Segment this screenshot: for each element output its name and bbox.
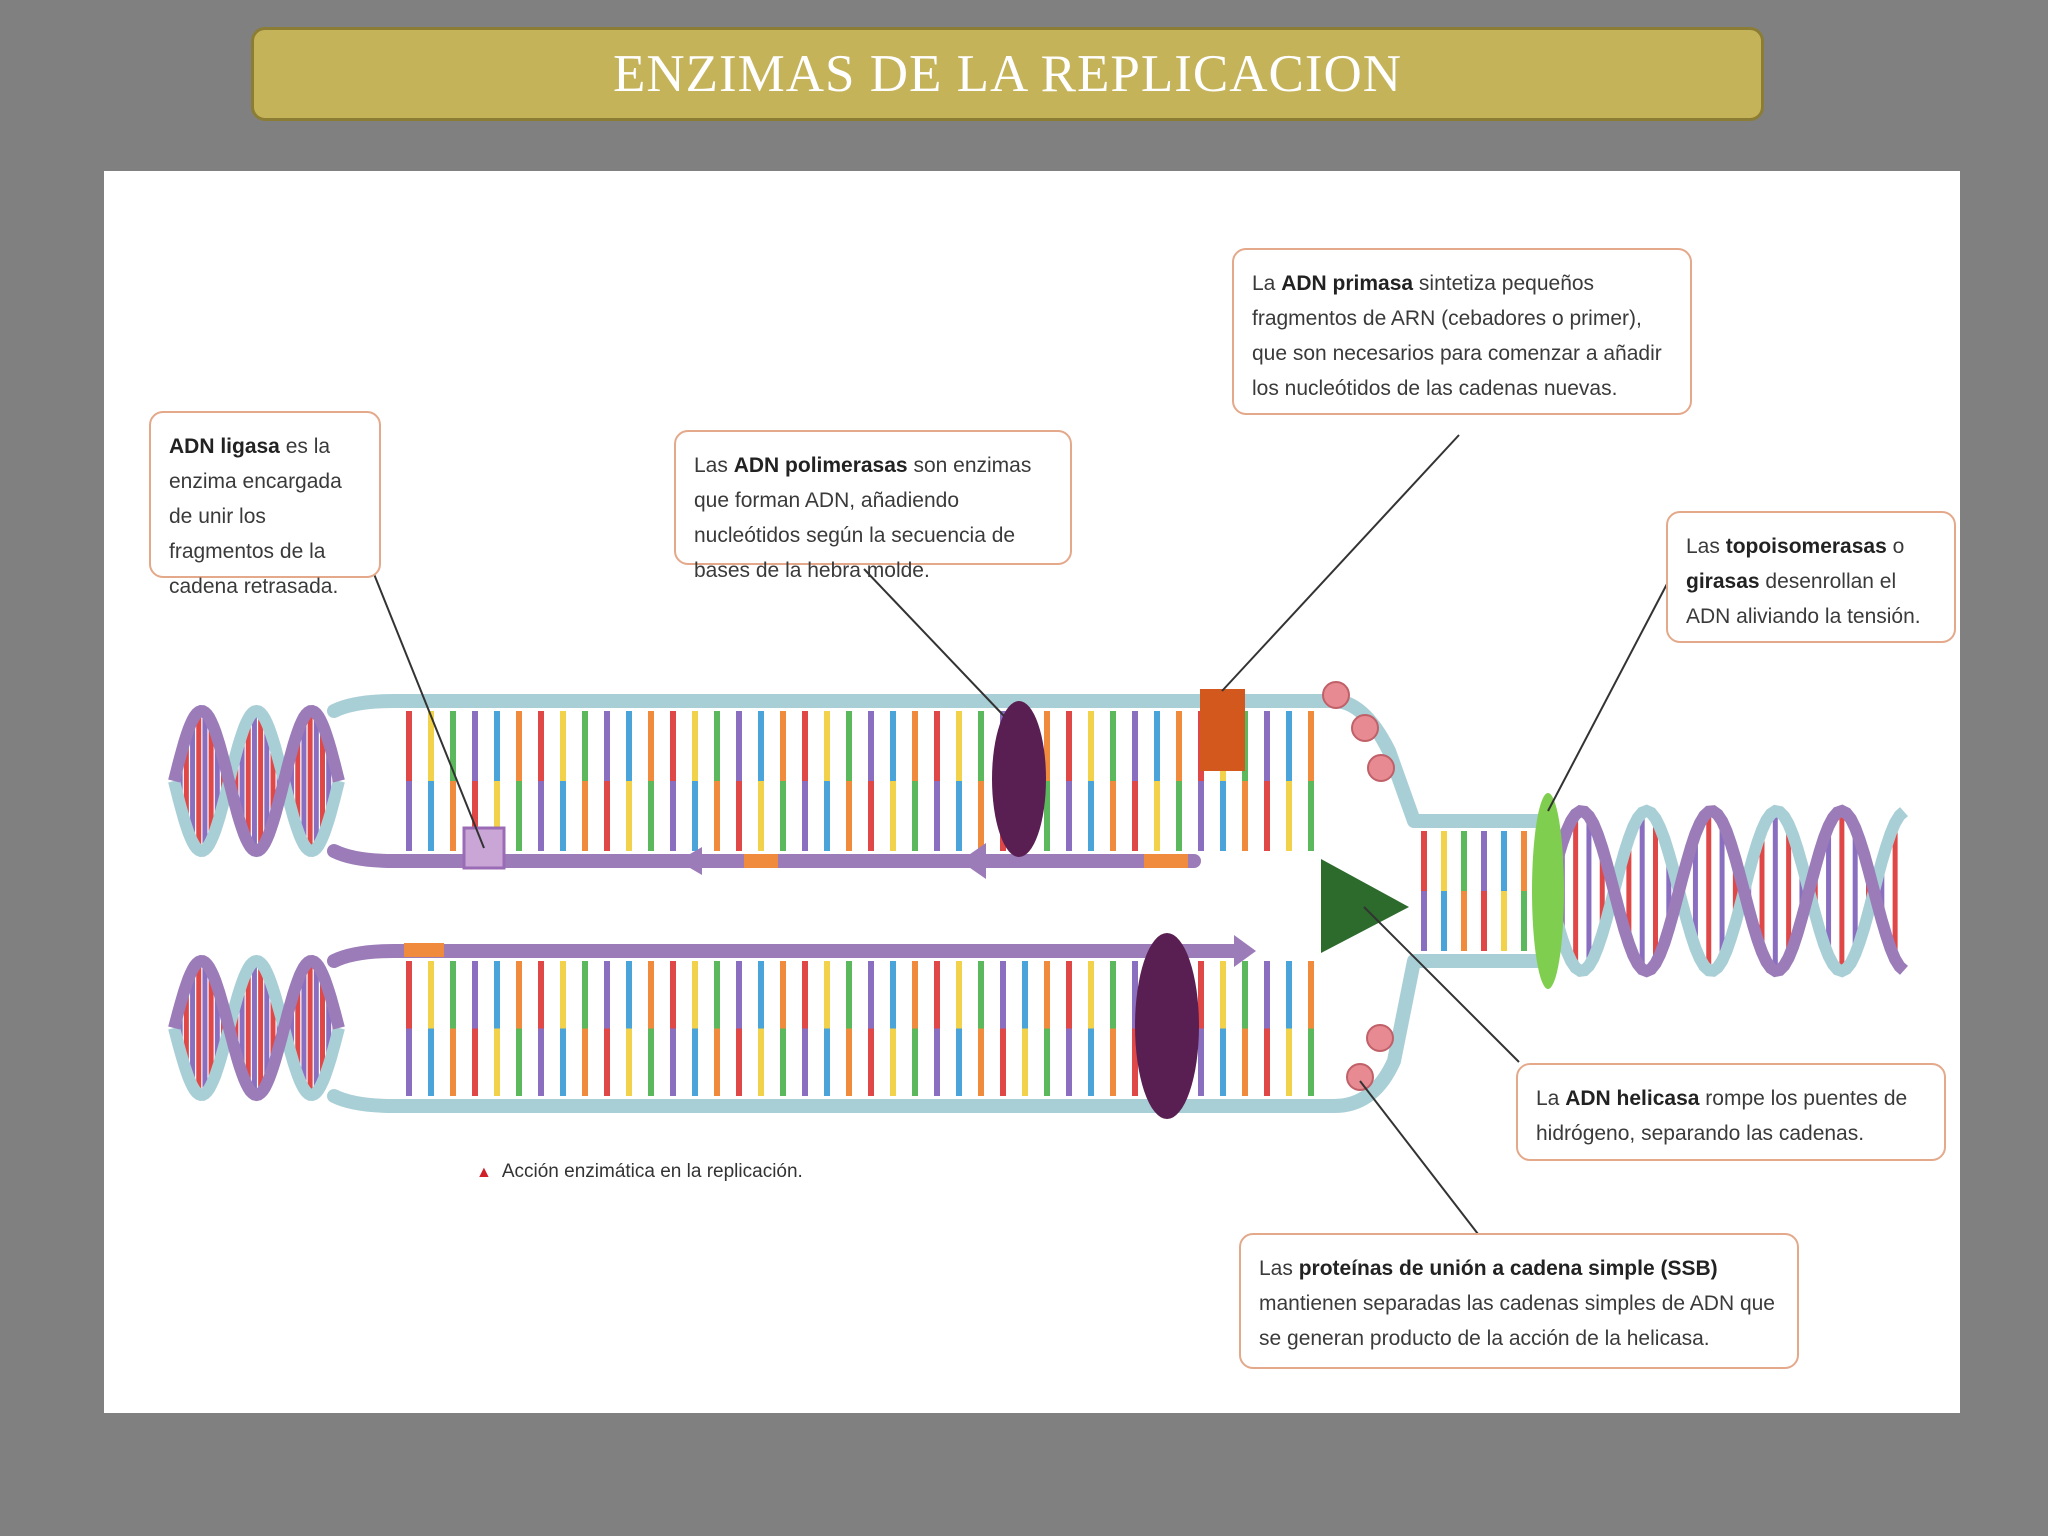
callout-adn-polimerasas: Las ADN polimerasas son enzimas que form… — [674, 430, 1072, 582]
ssb-protein-3 — [1367, 754, 1395, 782]
helix-left-top — [168, 704, 345, 858]
helicase-marker — [1321, 859, 1409, 953]
leader-helicasa — [1363, 906, 1520, 1063]
upper-new-strand — [327, 844, 1201, 868]
helix-strand — [168, 704, 345, 857]
ssb-protein-5 — [1346, 1063, 1374, 1091]
leader-polimerasas — [863, 568, 1005, 717]
slide-title: ENZIMAS DE LA REPLICACION — [612, 45, 1403, 103]
triangle-marker-icon: ▲ — [476, 1164, 492, 1181]
primer-segment-1 — [744, 854, 778, 868]
dna-replication-diagram — [168, 434, 1908, 1235]
callout-adn-helicasa: La ADN helicasa rompe los puentes de hid… — [1516, 1063, 1946, 1161]
okazaki-arrow-1 — [678, 847, 702, 875]
ssb-protein-2 — [1351, 714, 1379, 742]
lower-direction-arrow — [1234, 935, 1256, 967]
callout-ssb-term: proteínas de unión a cadena simple (SSB) — [1298, 1257, 1718, 1280]
ssb-protein-4 — [1366, 1024, 1394, 1052]
callout-ssb: Las proteínas de unión a cadena simple (… — [1239, 1233, 1799, 1369]
callout-ligasa-term: ADN ligasa — [169, 435, 280, 458]
okazaki-arrow-2 — [960, 843, 986, 879]
helix-right-parental — [1543, 804, 1908, 978]
diagram-panel: ADN ligasa es la enzima encargada de uni… — [104, 171, 1960, 1413]
figure-caption: ▲ Acción enzimática en la replicación. — [476, 1161, 803, 1183]
helix-strand — [168, 954, 345, 1101]
callout-adn-primasa: La ADN primasa sintetiza pequeños fragme… — [1232, 248, 1692, 415]
helix-strand — [168, 705, 345, 858]
leader-ligasa — [373, 573, 485, 849]
ssb-protein-1 — [1322, 681, 1350, 709]
leader-primasa — [1221, 434, 1460, 692]
callout-topoisomerasas: Las topoisomerasas o girasas desenrollan… — [1666, 511, 1956, 643]
primer-segment-3 — [404, 943, 444, 957]
callout-helicasa-term: ADN helicasa — [1565, 1087, 1700, 1110]
topoisomerase-marker — [1532, 793, 1564, 989]
polymerase-lower — [1135, 933, 1199, 1119]
callout-polimerasas-term: ADN polimerasas — [733, 454, 908, 477]
helix-left-bottom — [168, 954, 345, 1102]
helix-strand — [168, 955, 345, 1102]
slide-title-bar: ENZIMAS DE LA REPLICACION — [251, 27, 1764, 121]
primer-segment-2 — [1144, 854, 1188, 868]
leader-ssb — [1359, 1080, 1479, 1235]
lower-new-strand — [327, 944, 1241, 968]
caption-text: Acción enzimática en la replicación. — [501, 1161, 803, 1182]
helix-strand — [1543, 804, 1908, 978]
callout-topoisomerasas-term: topoisomerasas — [1725, 535, 1887, 558]
callout-primasa-term: ADN primasa — [1281, 272, 1414, 295]
polymerase-upper — [992, 701, 1046, 857]
leader-topoisomerasas — [1547, 581, 1669, 812]
helix-strand — [1543, 804, 1908, 978]
callout-adn-ligasa: ADN ligasa es la enzima encargada de uni… — [149, 411, 381, 598]
callout-girasas-term: girasas — [1686, 570, 1760, 593]
primase-marker — [1200, 689, 1245, 771]
lower-template-strand — [327, 954, 1421, 1113]
